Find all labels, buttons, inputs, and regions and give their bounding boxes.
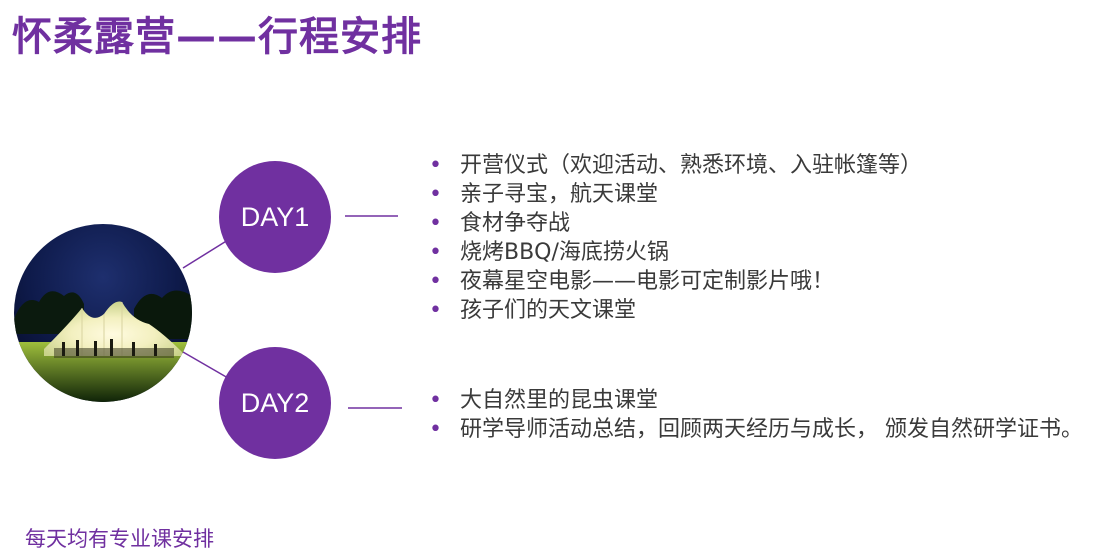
connector-photo-day1 xyxy=(182,239,229,269)
list-item: •开营仪式（欢迎活动、熟悉环境、入驻帐篷等） xyxy=(429,153,923,178)
day2-activity-list: •大自然里的昆虫课堂 •研学导师活动总结，回顾两天经历与成长， 颁发自然研学证书… xyxy=(427,386,1097,444)
bullet-icon: • xyxy=(429,298,442,323)
day1-label: DAY1 xyxy=(240,201,310,232)
day2-label: DAY2 xyxy=(240,387,310,418)
bullet-icon: • xyxy=(429,388,442,413)
bullet-icon: • xyxy=(429,153,442,178)
bullet-icon: • xyxy=(429,417,442,442)
bullet-icon: • xyxy=(429,269,442,294)
list-item: •烧烤BBQ/海底捞火锅 xyxy=(429,240,669,265)
bullet-icon: • xyxy=(429,211,442,236)
footer-note: 每天均有专业课安排 xyxy=(25,527,214,551)
list-item: •亲子寻宝，航天课堂 xyxy=(429,182,659,207)
list-item: •研学导师活动总结，回顾两天经历与成长， 颁发自然研学证书。 xyxy=(429,417,1083,442)
connector-photo-day2 xyxy=(182,351,229,379)
list-item: •夜幕星空电影——电影可定制影片哦！ xyxy=(429,269,835,294)
bullet-icon: • xyxy=(429,182,442,207)
day2-circle: DAY2 xyxy=(219,347,331,459)
list-item: •大自然里的昆虫课堂 xyxy=(429,388,659,413)
page-title: 怀柔露营——行程安排 xyxy=(12,14,422,60)
day1-activity-list: •开营仪式（欢迎活动、熟悉环境、入驻帐篷等） •亲子寻宝，航天课堂 •食材争夺战… xyxy=(427,151,922,325)
camping-photo xyxy=(14,224,192,402)
list-item: •食材争夺战 xyxy=(429,211,571,236)
bullet-icon: • xyxy=(429,240,442,265)
list-item: •孩子们的天文课堂 xyxy=(429,298,637,323)
day1-circle: DAY1 xyxy=(219,161,331,273)
